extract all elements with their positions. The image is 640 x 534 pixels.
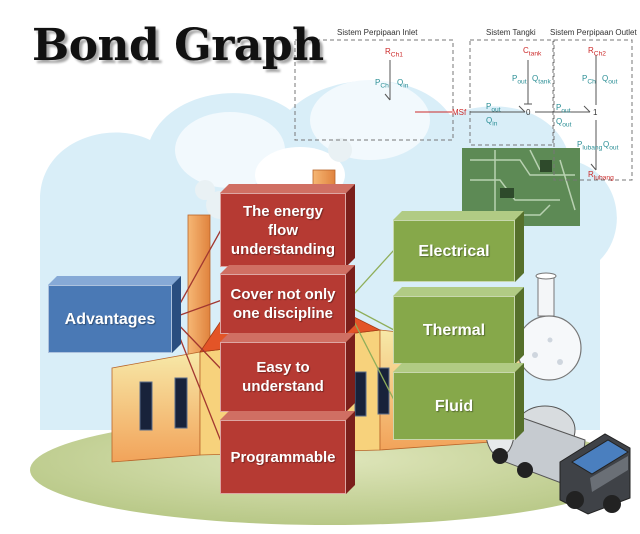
label-r-ch1: RCh1: [385, 47, 403, 60]
label-p-out-left: Pout: [486, 102, 501, 115]
label-c-tank-main: C: [523, 46, 529, 55]
label-p-lubang-sub: lubang: [582, 144, 603, 152]
label-p-ch-in-main: P: [375, 78, 381, 87]
advantage-block-top: [220, 184, 355, 193]
advantage-label: Programmable: [220, 420, 346, 494]
label-q-out-bot: Qout: [603, 140, 619, 153]
label-q-out-bot-main: Q: [603, 140, 610, 149]
section-label-outlet: Sistem Perpipaan Outlet: [550, 28, 637, 37]
label-p-out-left-main: P: [486, 102, 492, 111]
advantage-label: Easy to understand: [220, 342, 346, 412]
label-zero-junction: 0: [526, 108, 531, 117]
label-q-tank-sub: tank: [538, 78, 551, 86]
bond-graph-inset: [294, 39, 633, 181]
label-p-out-tank: Pout: [512, 74, 527, 87]
advantage-block-side: [346, 265, 355, 334]
bond-graph-bonds: [384, 55, 597, 171]
label-p-out-tank-sub: out: [517, 78, 527, 86]
label-p-out-left-sub: out: [491, 106, 501, 114]
label-q-out-bot-sub: out: [609, 144, 619, 152]
advantage-block-top: [220, 333, 355, 342]
label-msf: MSf: [452, 108, 467, 117]
discipline-block-side: [515, 211, 524, 282]
label-q-out-top: Qout: [602, 74, 618, 87]
label-q-out-mid-sub: out: [562, 121, 572, 129]
label-q-out-top-main: Q: [602, 74, 609, 83]
discipline-block-top: [393, 287, 524, 296]
discipline-block-side: [515, 287, 524, 364]
section-label-tank: Sistem Tangki: [486, 28, 536, 37]
label-q-out-top-sub: out: [608, 78, 618, 86]
label-p-ch-in: PCh: [375, 78, 389, 91]
advantage-label: The energy flow understanding: [220, 193, 346, 267]
label-q-in-top-sub: in: [403, 82, 409, 90]
discipline-block-top: [393, 211, 524, 220]
discipline-label: Fluid: [393, 372, 515, 440]
page-title: Bond Graph: [32, 20, 324, 71]
discipline-block-side: [515, 363, 524, 440]
label-one-junction: 1: [593, 108, 598, 117]
advantage-label: Cover not only one discipline: [220, 274, 346, 334]
hub-block-top: [48, 276, 181, 285]
label-q-tank: Qtank: [532, 74, 551, 87]
discipline-label: Thermal: [393, 296, 515, 364]
hub-label: Advantages: [48, 285, 172, 353]
label-r-lubang-sub: lubang: [593, 174, 614, 182]
label-r-lubang-main: R: [588, 170, 594, 179]
label-p-ch-out-main: P: [582, 74, 588, 83]
advantage-block-top: [220, 265, 355, 274]
label-q-in-top-main: Q: [397, 78, 404, 87]
advantage-block-top: [220, 411, 355, 420]
label-q-in: Qin: [486, 116, 497, 129]
label-q-tank-main: Q: [532, 74, 539, 83]
label-q-in-top: Qin: [397, 78, 408, 91]
label-p-ch-out-sub: Ch: [587, 78, 596, 86]
label-q-out-mid-main: Q: [556, 117, 563, 126]
label-c-tank: Ctank: [523, 46, 541, 59]
section-label-inlet: Sistem Perpipaan Inlet: [337, 28, 418, 37]
label-q-out-mid: Qout: [556, 117, 572, 130]
hub-block-side: [172, 276, 181, 353]
label-r-ch2: RCh2: [588, 46, 606, 59]
label-p-out-tank-main: P: [512, 74, 518, 83]
label-p-out-mid: Pout: [556, 103, 571, 116]
flask-icon: [516, 272, 582, 381]
label-r-ch1-sub: Ch1: [390, 51, 403, 59]
label-p-out-mid-main: P: [556, 103, 562, 112]
advantage-block-side: [346, 184, 355, 267]
advantage-block-side: [346, 411, 355, 494]
label-p-out-mid-sub: out: [561, 107, 571, 115]
label-p-lubang-main: P: [577, 140, 583, 149]
label-p-lubang: Plubang: [577, 140, 602, 153]
label-q-in-main: Q: [486, 116, 493, 125]
advantage-block-side: [346, 333, 355, 412]
label-q-in-sub: in: [492, 120, 498, 128]
label-r-ch1-main: R: [385, 47, 391, 56]
label-p-ch-in-sub: Ch: [380, 82, 389, 90]
label-r-ch2-sub: Ch2: [593, 50, 606, 58]
label-c-tank-sub: tank: [528, 50, 542, 58]
discipline-block-top: [393, 363, 524, 372]
label-r-ch2-main: R: [588, 46, 594, 55]
label-r-lubang: Rlubang: [588, 170, 614, 183]
label-p-ch-out: PCh: [582, 74, 596, 87]
discipline-label: Electrical: [393, 220, 515, 282]
